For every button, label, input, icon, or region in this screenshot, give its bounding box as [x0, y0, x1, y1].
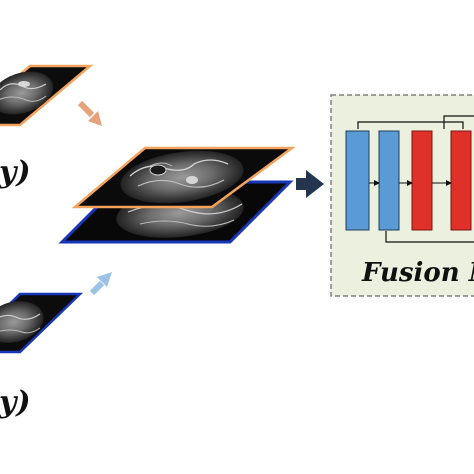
skip-connection-bottom — [385, 231, 474, 243]
module-title: Fusion N — [361, 258, 474, 288]
fusion-module-box: Fusion N — [330, 94, 474, 297]
navy-arrow-icon — [296, 170, 324, 198]
orange-stacked-slice — [71, 146, 296, 209]
skip-connection-inner — [443, 115, 474, 129]
encoder-block-1 — [345, 130, 370, 231]
skip-connection-outer — [357, 121, 464, 129]
blue-arrow-icon — [89, 272, 112, 296]
orange-arrow-icon — [77, 100, 102, 126]
encoder-block-2 — [378, 130, 400, 231]
bottom-input-label: y) — [0, 385, 31, 420]
decoder-block-1 — [411, 130, 433, 231]
top-input-label: y) — [0, 155, 31, 190]
decoder-block-2 — [450, 130, 472, 231]
top-input-slice — [0, 64, 94, 127]
bottom-input-slice — [0, 292, 84, 354]
